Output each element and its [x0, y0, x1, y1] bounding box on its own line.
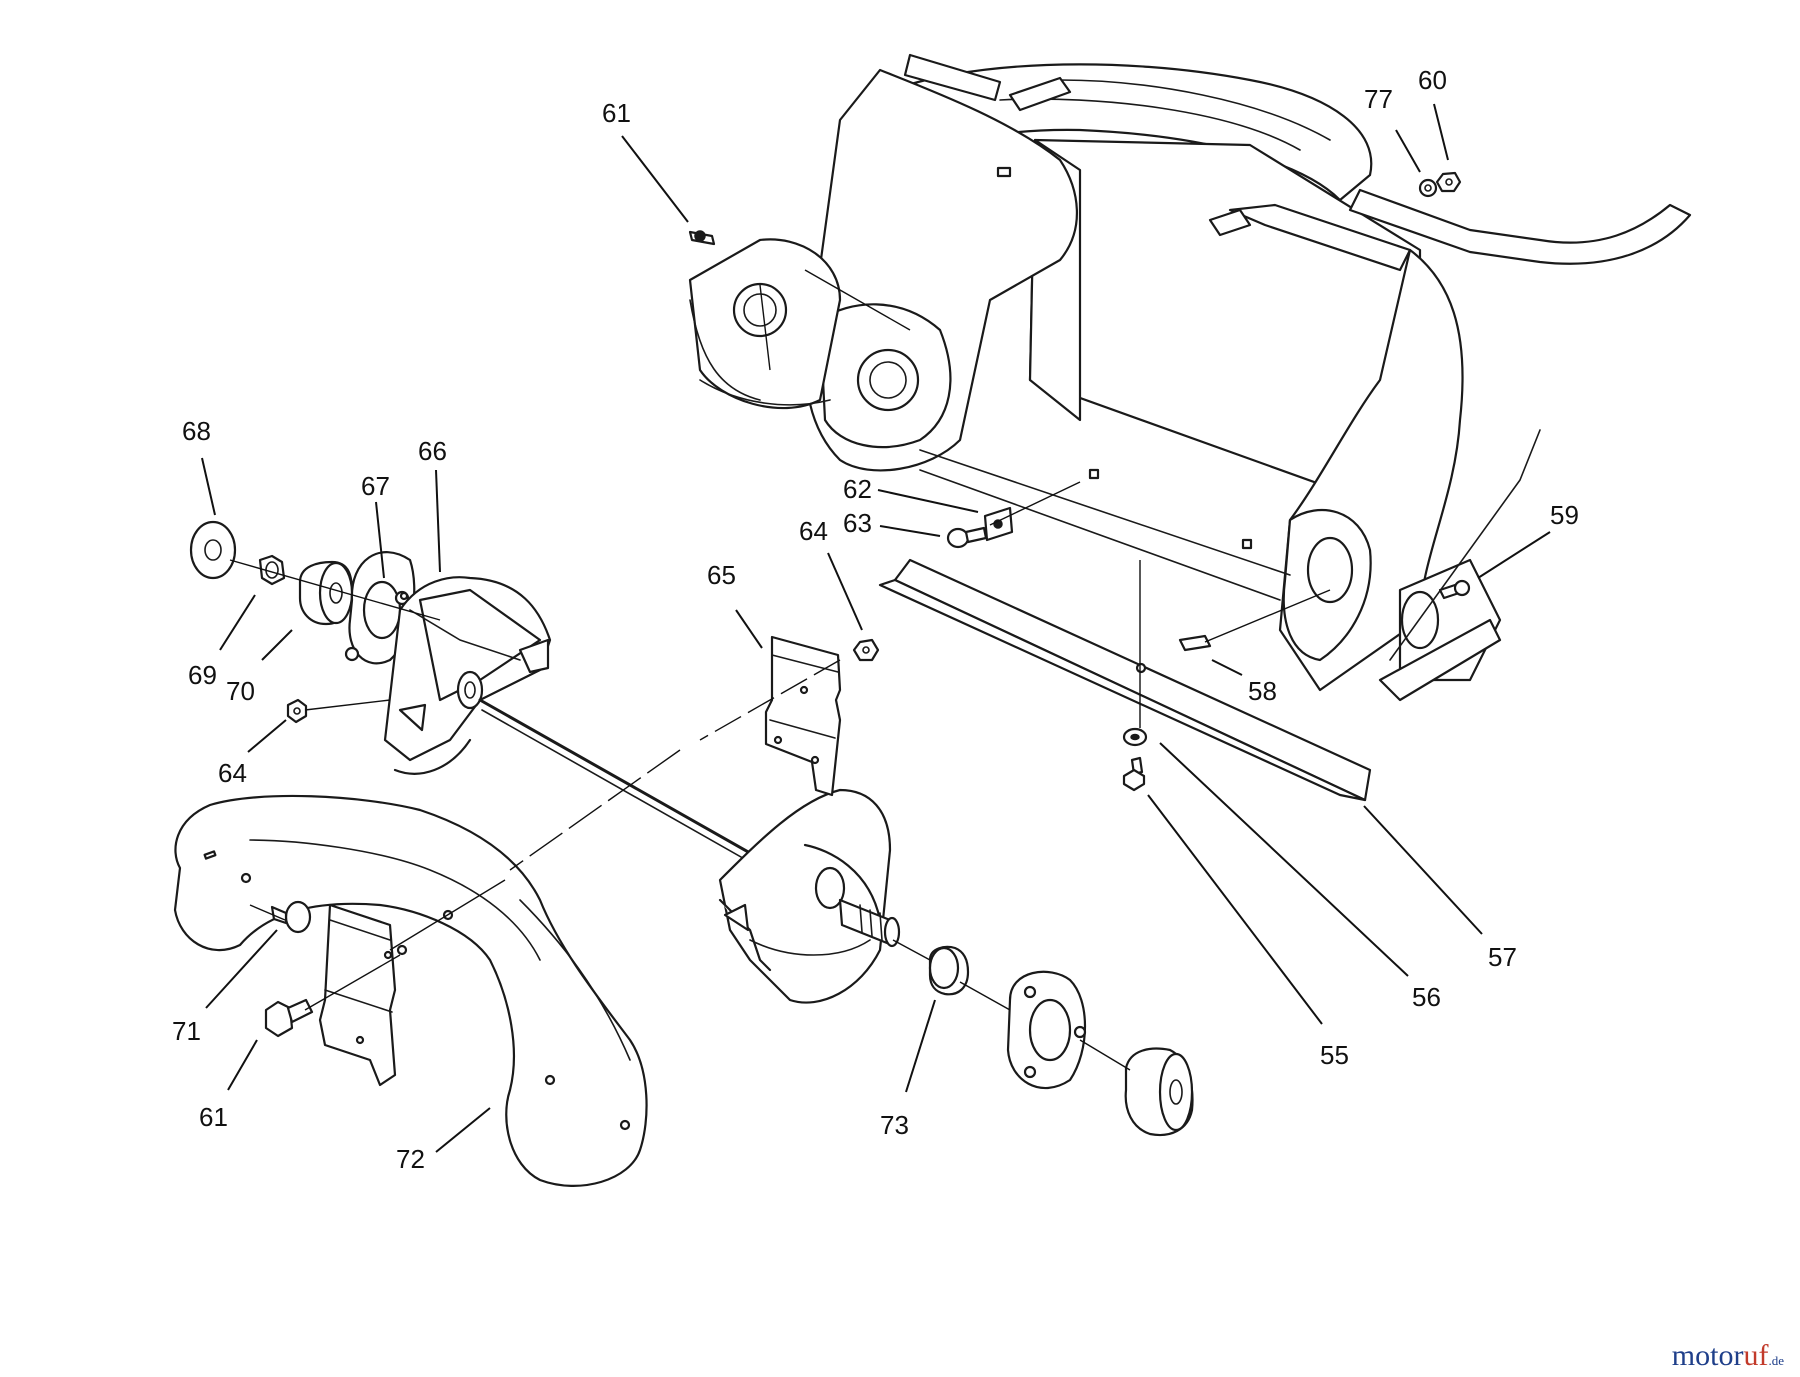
callout-70: 70 [226, 676, 255, 706]
watermark-logo: motoruf.de [1672, 1339, 1784, 1373]
callout-66: 66 [418, 436, 447, 466]
washer-56 [1122, 727, 1148, 747]
bolt-61-lower [264, 998, 314, 1038]
paddle-lower [318, 903, 397, 1087]
auger-housing [688, 53, 1692, 702]
callout-58: 58 [1248, 676, 1277, 706]
callout-64-top: 64 [799, 516, 828, 546]
callout-59: 59 [1550, 500, 1579, 530]
flange-right [1006, 970, 1087, 1090]
callout-labels: 61 77 60 68 66 67 62 63 64 65 59 69 70 5… [172, 65, 1579, 1174]
callout-55: 55 [1320, 1040, 1349, 1070]
callout-72: 72 [396, 1144, 425, 1174]
callout-67: 67 [361, 471, 390, 501]
callout-69: 69 [188, 660, 217, 690]
callout-64-lower: 64 [218, 758, 247, 788]
callout-61-top: 61 [602, 98, 631, 128]
nut-64-top [852, 638, 880, 662]
paddle-65 [764, 635, 842, 797]
watermark-part3: .de [1768, 1353, 1784, 1368]
bearing-70 [298, 560, 354, 626]
nut-60 [1435, 171, 1462, 193]
washer-77 [1418, 178, 1438, 198]
square-washer-62 [983, 506, 1014, 542]
bolt-59 [1438, 579, 1471, 600]
auger-flighting-66 [383, 576, 552, 775]
callout-65: 65 [707, 560, 736, 590]
watermark-part2: uf [1743, 1339, 1769, 1372]
auger-flighting-72 [173, 794, 648, 1187]
scraper-bar [878, 558, 1372, 802]
watermark-part1: motor [1671, 1339, 1744, 1372]
callout-61-lower: 61 [199, 1102, 228, 1132]
callout-73: 73 [880, 1110, 909, 1140]
callout-71: 71 [172, 1016, 201, 1046]
callout-56: 56 [1412, 982, 1441, 1012]
nut-64-lower [286, 698, 308, 724]
callout-68: 68 [182, 416, 211, 446]
plate-58 [1178, 634, 1212, 652]
bolt-61-top [688, 230, 716, 246]
callout-63: 63 [843, 508, 872, 538]
auger-flighting-right [718, 788, 901, 1004]
spacer-73 [928, 945, 970, 996]
bolt-55 [1122, 756, 1146, 792]
explode-lines [229, 269, 1331, 1071]
callout-60: 60 [1418, 65, 1447, 95]
bearing-right [1124, 1047, 1194, 1137]
callout-77: 77 [1364, 84, 1393, 114]
leader-lines [201, 103, 1551, 1153]
callout-62: 62 [843, 474, 872, 504]
carriage-bolt-63 [946, 526, 988, 549]
washer-68 [189, 520, 237, 580]
callout-57: 57 [1488, 942, 1517, 972]
